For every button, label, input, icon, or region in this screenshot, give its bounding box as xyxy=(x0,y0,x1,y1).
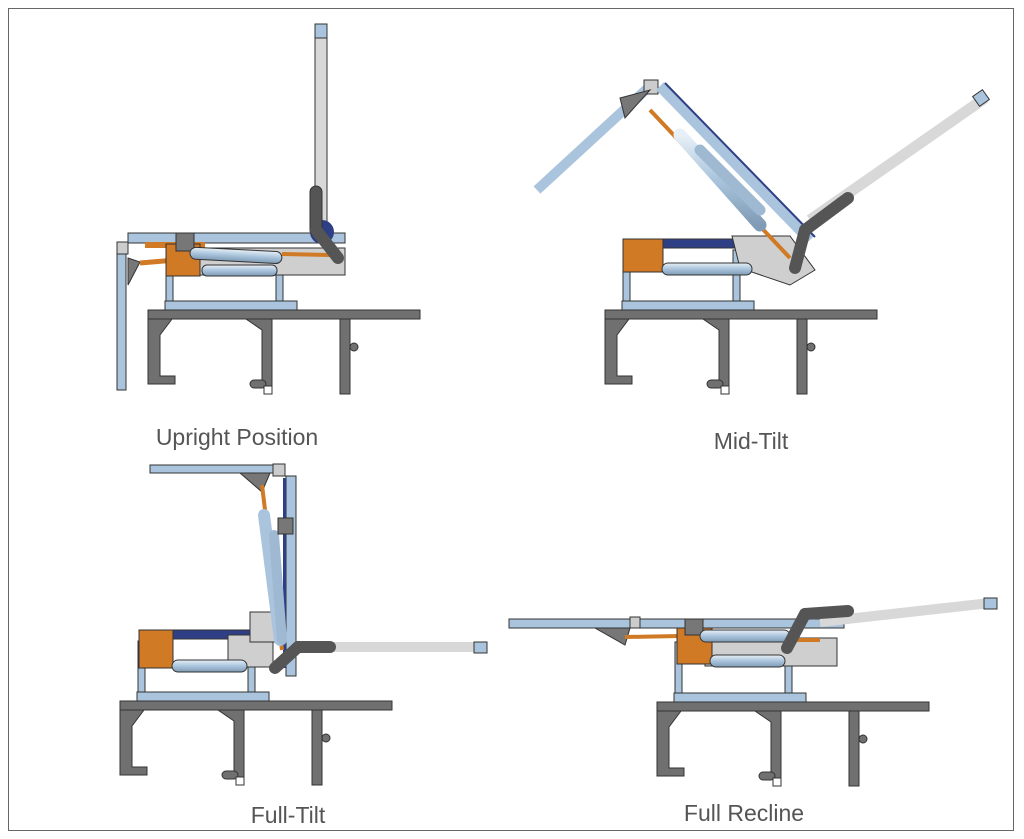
full-recline-mechanism xyxy=(508,597,998,787)
upright-mechanism xyxy=(116,23,421,395)
mid-tilt-mechanism xyxy=(533,79,991,395)
cylinder xyxy=(189,246,283,265)
caption-upright: Upright Position xyxy=(155,424,319,450)
cylinder xyxy=(201,264,278,277)
caption-full-tilt: Full-Tilt xyxy=(250,802,326,828)
caption-mid-tilt: Mid-Tilt xyxy=(713,428,789,454)
backrest-arm xyxy=(819,598,991,627)
cylinder xyxy=(661,262,753,276)
cylinder xyxy=(709,654,786,668)
caption-full-recline: Full Recline xyxy=(683,800,805,826)
orange-plate xyxy=(622,238,664,273)
figure-border xyxy=(8,8,1014,831)
cylinder xyxy=(171,659,248,673)
cylinder xyxy=(699,629,791,643)
full-tilt-mechanism xyxy=(119,463,488,786)
orange-plate xyxy=(138,629,174,669)
